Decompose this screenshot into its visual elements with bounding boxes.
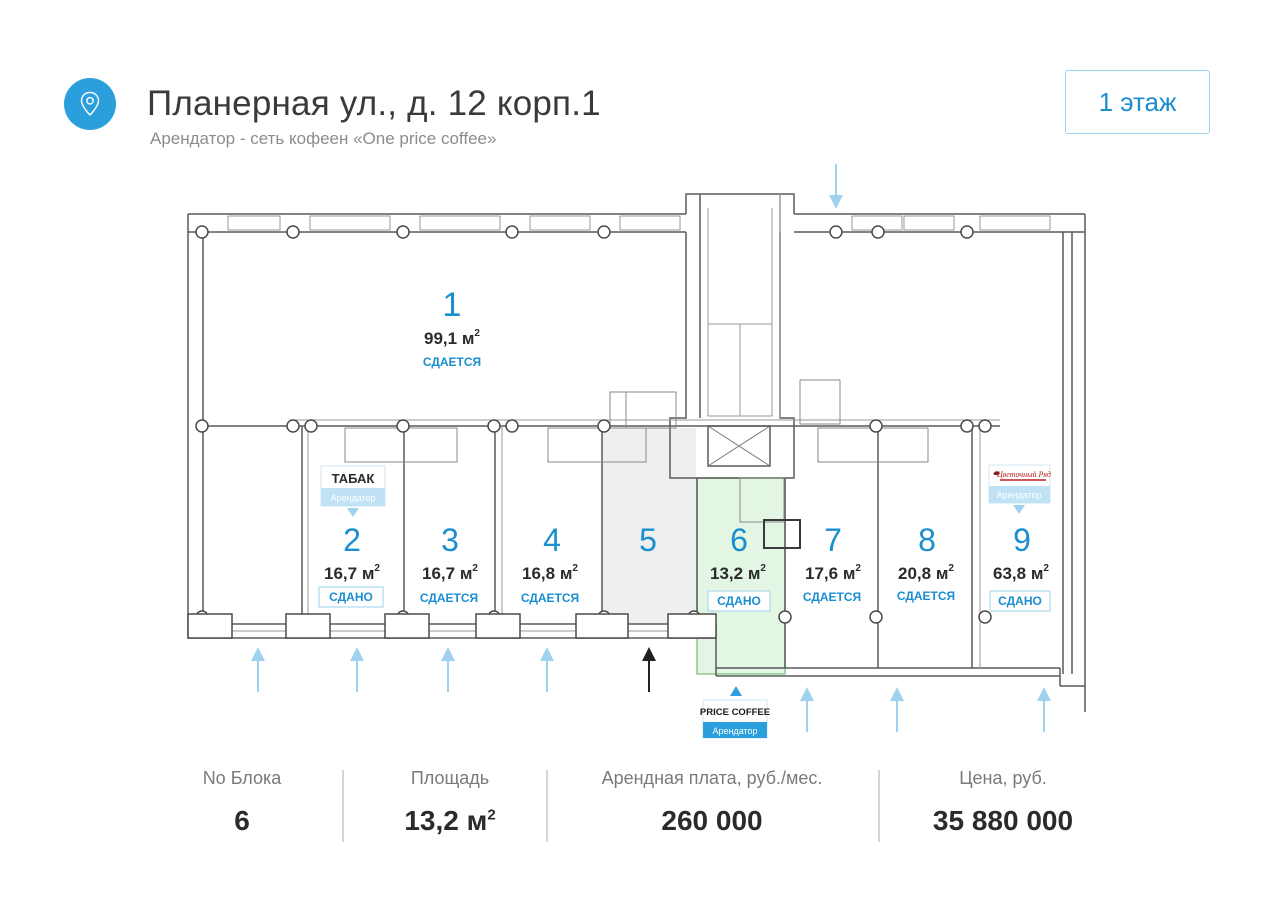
columns xyxy=(187,225,992,639)
price-label: Цена, руб. xyxy=(959,768,1047,788)
unit-3-area: 16,7 м2 xyxy=(422,563,478,583)
unit-9-number: 9 xyxy=(1013,522,1031,558)
unit-5-number: 5 xyxy=(639,522,657,558)
rent-value: 260 000 xyxy=(661,805,763,836)
coffee-role: Арендатор xyxy=(712,726,757,736)
unit-6-area: 13,2 м2 xyxy=(710,563,766,583)
stat-divider xyxy=(342,770,344,842)
tenant-subtitle: Арендатор - сеть кофеен «One price coffe… xyxy=(150,129,497,148)
unit-3-number: 3 xyxy=(441,522,459,558)
tenant-tag-tabak: ТАБАК Арендатор xyxy=(320,465,386,517)
unit-8-area: 20,8 м2 xyxy=(898,563,954,583)
location-pin-badge xyxy=(64,78,116,130)
unit-2-status: СДАНО xyxy=(329,590,373,604)
stat-area: Площадь 13,2 м2 xyxy=(370,760,530,837)
unit-7-area: 17,6 м2 xyxy=(805,563,861,583)
block-6-area[interactable] xyxy=(696,477,786,675)
price-value: 35 880 000 xyxy=(932,805,1074,836)
area-value: 13,2 м2 xyxy=(404,805,496,836)
stat-divider xyxy=(546,770,548,842)
rent-label: Арендная плата, руб./мес. xyxy=(601,768,823,788)
entry-arrows xyxy=(251,164,1051,732)
unit-8-status: СДАЕТСЯ xyxy=(897,589,955,603)
floor-selector-button[interactable]: 1 этаж xyxy=(1065,70,1210,134)
block-label: No Блока xyxy=(202,768,282,788)
unit-4-number: 4 xyxy=(543,522,561,558)
area-label: Площадь xyxy=(410,768,490,788)
tenant-tag-flowers: Цветочный Ряд Арендатор xyxy=(988,464,1051,514)
unit-6-number: 6 xyxy=(730,522,748,558)
block-value: 6 xyxy=(234,805,250,836)
unit-9-status-box xyxy=(989,590,1051,612)
tabak-role: Арендатор xyxy=(330,493,375,503)
unit-9-status: СДАНО xyxy=(998,594,1042,608)
unit-1-status: СДАЕТСЯ xyxy=(423,355,481,369)
page-title: Планерная ул., д. 12 корп.1 xyxy=(147,84,601,123)
location-pin-icon xyxy=(80,91,100,116)
unit-labels: 1 99,1 м2 СДАЕТСЯ 2 16,7 м2 СДАНО 3 16,7… xyxy=(318,286,1051,612)
unit-6-status-box xyxy=(707,590,771,612)
unit-6-status: СДАНО xyxy=(717,594,761,608)
floor-plan: 1 99,1 м2 СДАЕТСЯ 2 16,7 м2 СДАНО 3 16,7… xyxy=(187,164,1086,739)
unit-1-area: 99,1 м2 xyxy=(424,328,480,348)
tenant-tag-coffee: PRICE COFFEE Арендатор xyxy=(700,686,770,739)
unit-9-area: 63,8 м2 xyxy=(993,563,1049,583)
flowers-logo-icon xyxy=(993,471,1000,476)
tabak-name: ТАБАК xyxy=(332,471,375,486)
unit-4-area: 16,8 м2 xyxy=(522,563,578,583)
unit-2-status-box xyxy=(318,586,384,608)
unit-2-number: 2 xyxy=(343,522,361,558)
unit-7-status: СДАЕТСЯ xyxy=(803,590,861,604)
unit-8-number: 8 xyxy=(918,522,936,558)
flowers-role: Арендатор xyxy=(996,490,1041,500)
stat-divider xyxy=(878,770,880,842)
block-5-area[interactable] xyxy=(602,428,696,624)
unit-3-status: СДАЕТСЯ xyxy=(420,591,478,605)
unit-7-number: 7 xyxy=(824,522,842,558)
stat-rent: Арендная плата, руб./мес. 260 000 xyxy=(576,760,848,837)
coffee-name: PRICE COFFEE xyxy=(700,707,770,718)
unit-4-status: СДАЕТСЯ xyxy=(521,591,579,605)
unit-2-area: 16,7 м2 xyxy=(324,563,380,583)
flowers-name: Цветочный Ряд xyxy=(996,470,1051,479)
unit-1-number: 1 xyxy=(443,286,462,324)
stat-block: No Блока 6 xyxy=(182,760,302,837)
stat-price: Цена, руб. 35 880 000 xyxy=(900,760,1106,837)
unit-summary: No Блока 6 Площадь 13,2 м2 Арендная плат… xyxy=(0,760,1280,850)
